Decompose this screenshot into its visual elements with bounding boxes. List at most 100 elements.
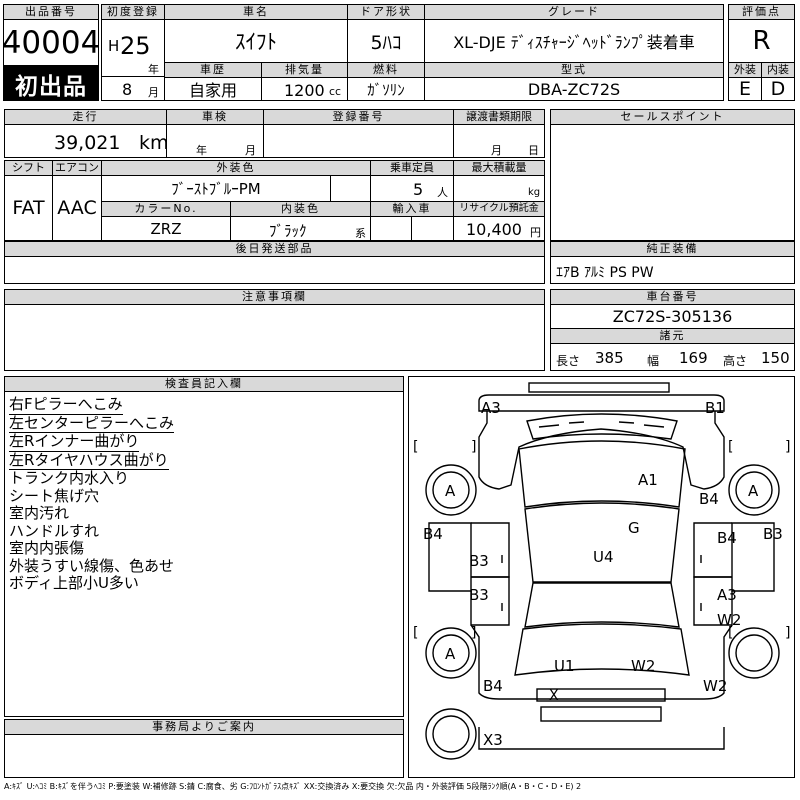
inspector-note: 外装うすい線傷、色あせ (9, 556, 175, 575)
mark-a-rear-left: A (445, 645, 456, 663)
bracket-left-open: [ (413, 439, 419, 455)
right-rear-quarter (723, 624, 733, 677)
notes-label: 注意事項欄 (4, 289, 545, 305)
inspection-cell: 年 月 (166, 124, 264, 158)
import-label: 輸入車 (370, 201, 454, 217)
spare-wheel-hub (432, 715, 470, 753)
exterior-color-label: 外装色 (101, 160, 371, 176)
exterior-score: E (728, 77, 762, 101)
month-unit: 月 (148, 86, 159, 99)
recycle-cell: 10,400 円 (453, 216, 545, 241)
transfer-month-unit: 月 (491, 144, 502, 157)
inspector-note: 左Rタイヤハウス曲がり (9, 450, 169, 470)
bracket-rear-right-close: ] (785, 625, 791, 641)
genuine-equipment-label: 純正装備 (550, 241, 795, 257)
mark-a3-right: A3 (717, 586, 737, 604)
inspector-note: 室内汚れ (9, 504, 70, 522)
left-rear-quarter (470, 624, 480, 677)
wheel-rear-right (728, 627, 780, 679)
mark-u1: U1 (554, 657, 575, 675)
inspector-note: 左Rインナー曲がり (9, 432, 140, 452)
mark-b3-left-door-lower: B3 (469, 586, 489, 604)
history: 自家用 (164, 77, 262, 101)
inspection-year-unit: 年 (196, 144, 207, 157)
damage-diagram: A3 B1 [ ] [ ] A1 A A B4 G B4 B3 B4 B3 U4… (408, 376, 795, 778)
interior-color: ﾌﾞﾗｯｸ (269, 222, 307, 240)
first-listing-badge: 初出品 (3, 66, 99, 101)
mark-b4-left-rear: B4 (483, 677, 503, 695)
displacement-cell: 1200 cc (261, 77, 348, 101)
inspector-note: シート焦げ穴 (9, 486, 100, 505)
mark-a3-front: A3 (481, 399, 501, 417)
year-unit: 年 (148, 63, 159, 76)
chassis-number: ZC72S-305136 (550, 304, 795, 329)
left-rear-door (470, 576, 510, 626)
recycle-fee: 10,400 (466, 220, 522, 239)
bracket-right-open: [ (728, 439, 734, 455)
interior-score-label: 内装 (761, 62, 795, 78)
mark-b3-right-outer: B3 (763, 525, 783, 543)
mark-b1: B1 (705, 399, 725, 417)
length: 385 (595, 349, 624, 367)
length-label: 長さ (556, 354, 581, 368)
era: H (108, 37, 120, 55)
mark-x-center: X (549, 688, 559, 704)
exterior-color-blank (330, 175, 371, 202)
mileage: 39,021 (54, 132, 121, 154)
office-notice-box (4, 734, 404, 778)
wheel-rear-left (425, 627, 477, 679)
wheel-front-left-hub (432, 471, 470, 509)
height: 150 (761, 349, 790, 367)
lot-number-label: 出品番号 (3, 4, 99, 20)
import-cell-b (411, 216, 454, 241)
bracket-rear-left-close: ] (471, 625, 477, 641)
mark-a1: A1 (638, 471, 658, 489)
specs-label: 諸元 (550, 328, 795, 344)
fuel: ｶﾞｿﾘﾝ (347, 77, 425, 101)
color-number: ZRZ (101, 216, 231, 241)
spare-wheel (425, 708, 477, 760)
shift-label: シフト (4, 160, 53, 176)
registration-number-cell (263, 124, 454, 158)
interior-color-cell: ﾌﾞﾗｯｸ 系 (230, 216, 371, 241)
transfer-deadline-label: 譲渡書類期限 (453, 109, 545, 125)
mark-u4: U4 (593, 548, 614, 566)
inspector-note: ボディ上部小U多い (9, 574, 139, 592)
width: 169 (679, 349, 708, 367)
width-label: 幅 (647, 354, 660, 368)
inspector-note: 室内内張傷 (9, 539, 85, 557)
wheel-front-right-hub (735, 471, 773, 509)
bracket-right-close: ] (785, 439, 791, 455)
legend: A:ｷｽﾞ U:ﾍｺﾐ B:ｷｽﾞを伴うﾍｺﾐ P:要塗装 W:補修跡 S:錆 … (4, 782, 582, 791)
windshield (518, 440, 686, 508)
mileage-cell: 39,021 km (4, 124, 169, 158)
dimensions-cell: 長さ 385 幅 169 高さ 150 (550, 343, 795, 371)
recycle-label: リサイクル預託金 (453, 201, 545, 217)
load-unit: kg (528, 187, 541, 198)
mileage-unit: km (139, 132, 169, 154)
max-load-cell: kg (453, 175, 545, 202)
front-fenders (478, 411, 725, 490)
inspector-note: トランク内水入り (9, 469, 130, 487)
max-load-label: 最大積載量 (453, 160, 545, 176)
lot-number: 40004 (2, 19, 100, 66)
sales-point-label: セールスポイント (550, 109, 795, 125)
inspector-note: 左センターピラーへこみ (9, 413, 175, 433)
shift: FAT (4, 175, 53, 241)
mark-w2-right-rear: W2 (703, 677, 728, 695)
hood-detail (538, 421, 665, 428)
history-label: 車歴 (164, 62, 262, 78)
mark-a-front-right: A (748, 482, 759, 500)
aircon: AAC (52, 175, 102, 241)
bracket-rear-right-open: [ (728, 625, 734, 641)
displacement: 1200 (284, 81, 325, 100)
capacity-label: 乗車定員 (370, 160, 454, 176)
car-name: ｽｲﾌﾄ (164, 19, 348, 63)
roof (524, 502, 680, 583)
exterior-color: ﾌﾞｰｽﾄﾌﾞﾙｰPM (101, 175, 331, 202)
wheel-rear-right-hub (735, 634, 773, 672)
capacity-cell: 5 人 (370, 175, 454, 202)
displacement-unit: cc (329, 85, 342, 98)
inspector-note: 右Fピラーへこみ (9, 395, 123, 415)
